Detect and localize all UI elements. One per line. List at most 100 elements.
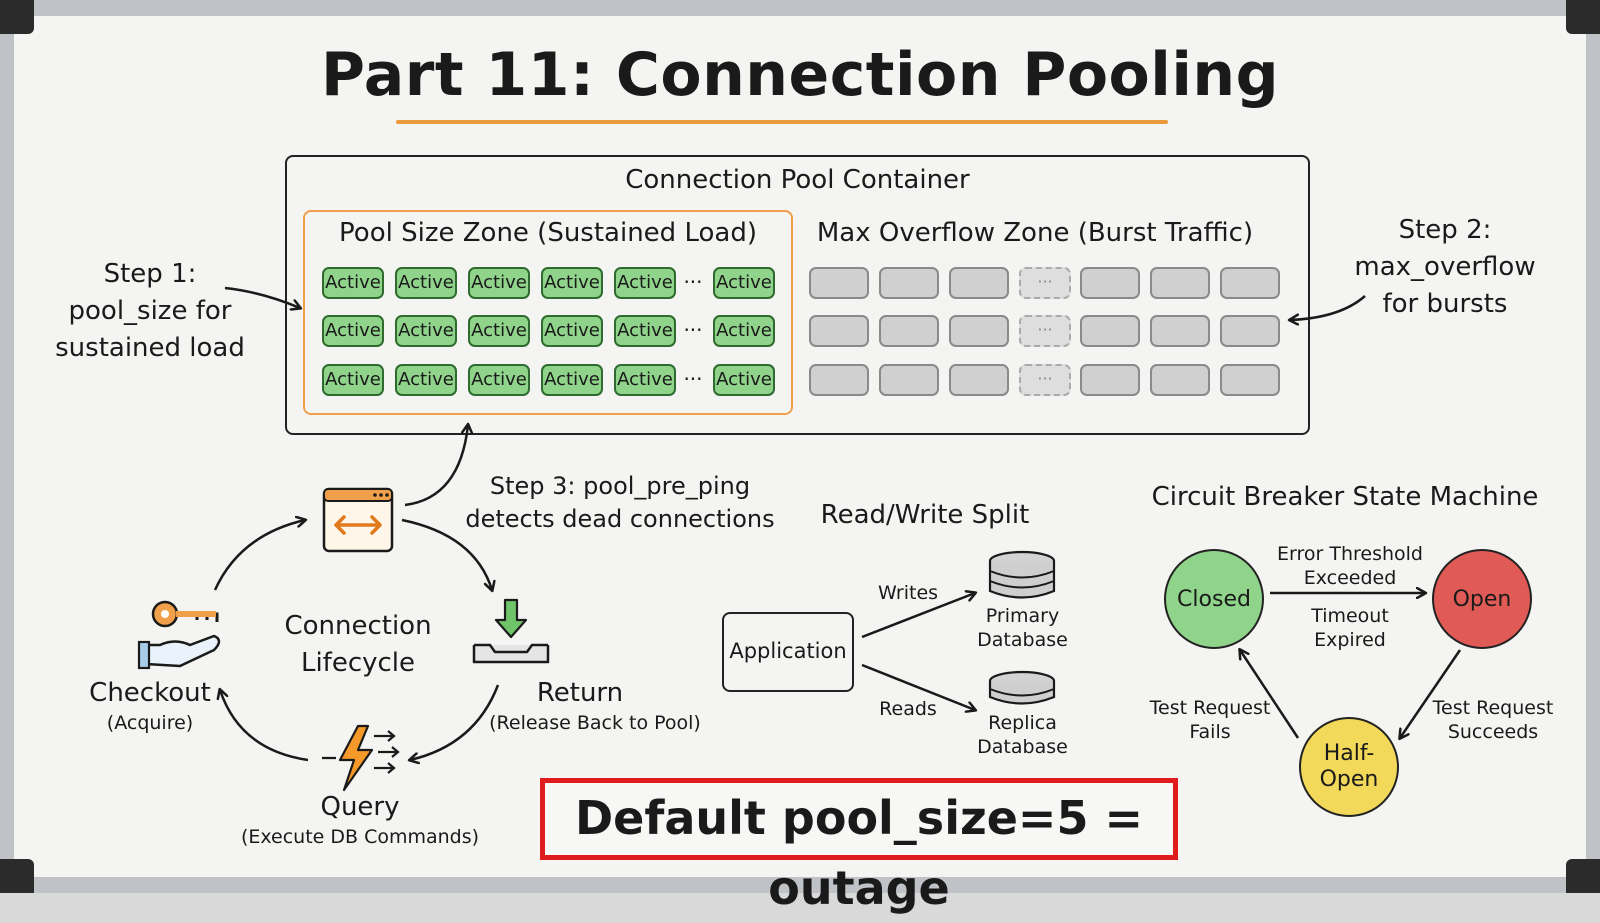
lifecycle-arrow-top-right (401, 518, 492, 590)
overflow-connection-slot (1150, 315, 1210, 347)
step1-text: Step 1: pool_size for sustained load (40, 256, 260, 367)
overflow-connection-slot (1150, 364, 1210, 396)
active-connection: Active (614, 364, 676, 396)
primary-line1: Primary (985, 605, 1060, 627)
step3-text: Step 3: pool_pre_ping detects dead conne… (455, 470, 785, 536)
overflow-ellipsis: ··· (1019, 315, 1071, 347)
state-half-open: Half- Open (1299, 717, 1399, 817)
open-to-half-arrow (1400, 649, 1462, 738)
fails-line1: Test Request (1149, 697, 1271, 719)
overflow-connection-slot (809, 315, 869, 347)
query-label: Query (320, 792, 400, 822)
error-line2: Exceeded (1303, 567, 1397, 589)
pool-container-label: Connection Pool Container (625, 165, 970, 195)
primary-db-label: Primary Database (960, 604, 1085, 652)
active-connection: Active (713, 364, 775, 396)
step3-line1: Step 3: pool_pre_ping (489, 472, 751, 500)
replica-db-label: Replica Database (960, 711, 1085, 759)
circuit-breaker-title: Circuit Breaker State Machine (1151, 482, 1539, 512)
half-open-line1: Half- (1323, 741, 1375, 766)
overflow-ellipsis: ··· (1019, 267, 1071, 299)
primary-database-icon (988, 550, 1056, 599)
timeout-label: Timeout Expired (1280, 604, 1420, 652)
timeout-line2: Expired (1314, 629, 1386, 651)
overflow-connection-slot (809, 364, 869, 396)
reads-label: Reads (879, 698, 937, 720)
step1-arrow (224, 286, 300, 308)
succeeds-line2: Succeeds (1447, 721, 1539, 743)
active-connection: Active (468, 267, 530, 299)
checkout-label: Checkout (89, 678, 211, 708)
lightning-query-icon (322, 724, 400, 792)
overflow-connection-slot (879, 315, 939, 347)
succeeds-line1: Test Request (1432, 697, 1554, 719)
frame-corner-bottom-right (1566, 859, 1600, 893)
half-open-line2: Open (1319, 767, 1379, 792)
active-ellipsis: ··· (683, 270, 703, 294)
timeout-line1: Timeout (1311, 605, 1389, 627)
replica-line1: Replica (988, 712, 1057, 734)
lifecycle-line1: Connection (284, 611, 432, 641)
writes-label: Writes (877, 582, 939, 604)
lifecycle-arrow-bottom-right (410, 684, 500, 760)
active-connection: Active (468, 364, 530, 396)
overflow-connection-slot (949, 315, 1009, 347)
step3-line2: detects dead connections (465, 505, 775, 533)
title-underline (396, 120, 1168, 124)
half-to-closed-arrow (1240, 650, 1300, 739)
pool-size-zone (303, 210, 793, 415)
active-connection: Active (322, 315, 384, 347)
overflow-connection-slot (879, 267, 939, 299)
lifecycle-arrow-top-left (213, 520, 305, 591)
pool-size-zone-label: Pool Size Zone (Sustained Load) (339, 218, 757, 248)
state-closed: Closed (1164, 549, 1264, 649)
frame-corner-top-left (0, 0, 34, 34)
active-connection: Active (322, 267, 384, 299)
overflow-connection-slot (1220, 267, 1280, 299)
overflow-connection-slot (1220, 364, 1280, 396)
overflow-connection-slot (949, 364, 1009, 396)
state-open: Open (1432, 549, 1532, 649)
checkout-sublabel: (Acquire) (106, 712, 194, 734)
replica-database-icon (988, 670, 1056, 705)
overflow-connection-slot (949, 267, 1009, 299)
overflow-connection-slot (1080, 364, 1140, 396)
test-fails-label: Test Request Fails (1135, 696, 1285, 744)
active-connection: Active (541, 267, 603, 299)
step1-line2: pool_size for (68, 296, 232, 326)
replica-line2: Database (977, 736, 1068, 758)
lifecycle-line2: Lifecycle (300, 648, 416, 678)
active-connection: Active (468, 315, 530, 347)
active-connection: Active (614, 267, 676, 299)
connection-pool-container (285, 155, 1310, 435)
whiteboard-frame (0, 0, 1600, 893)
overflow-ellipsis: ··· (1019, 364, 1071, 396)
return-sublabel: (Release Back to Pool) (489, 712, 701, 734)
overflow-connection-slot (879, 364, 939, 396)
step2-text: Step 2: max_overflow for bursts (1330, 212, 1560, 323)
page-title: Part 11: Connection Pooling (320, 40, 1280, 110)
fails-line2: Fails (1189, 721, 1231, 743)
overflow-connection-slot (1150, 267, 1210, 299)
overflow-connection-slot (1080, 267, 1140, 299)
active-connection: Active (395, 315, 457, 347)
test-succeeds-label: Test Request Succeeds (1418, 696, 1568, 744)
overflow-connection-slot (809, 267, 869, 299)
active-connection: Active (713, 267, 775, 299)
active-connection: Active (395, 267, 457, 299)
step2-line1: Step 2: (1398, 215, 1492, 245)
error-threshold-label: Error Threshold Exceeded (1260, 542, 1440, 590)
error-line1: Error Threshold (1277, 543, 1423, 565)
key-hand-icon (137, 600, 221, 670)
warning-banner: Default pool_size=5 = outage (540, 778, 1178, 915)
active-connection: Active (322, 364, 384, 396)
frame-corner-bottom-left (0, 859, 34, 893)
step3-arrow (404, 425, 468, 507)
primary-line2: Database (977, 629, 1068, 651)
active-connection: Active (614, 315, 676, 347)
active-ellipsis: ··· (683, 367, 703, 391)
step1-line3: sustained load (55, 333, 245, 363)
diagram-arrows (137, 286, 1462, 792)
overflow-zone-label: Max Overflow Zone (Burst Traffic) (816, 218, 1254, 248)
